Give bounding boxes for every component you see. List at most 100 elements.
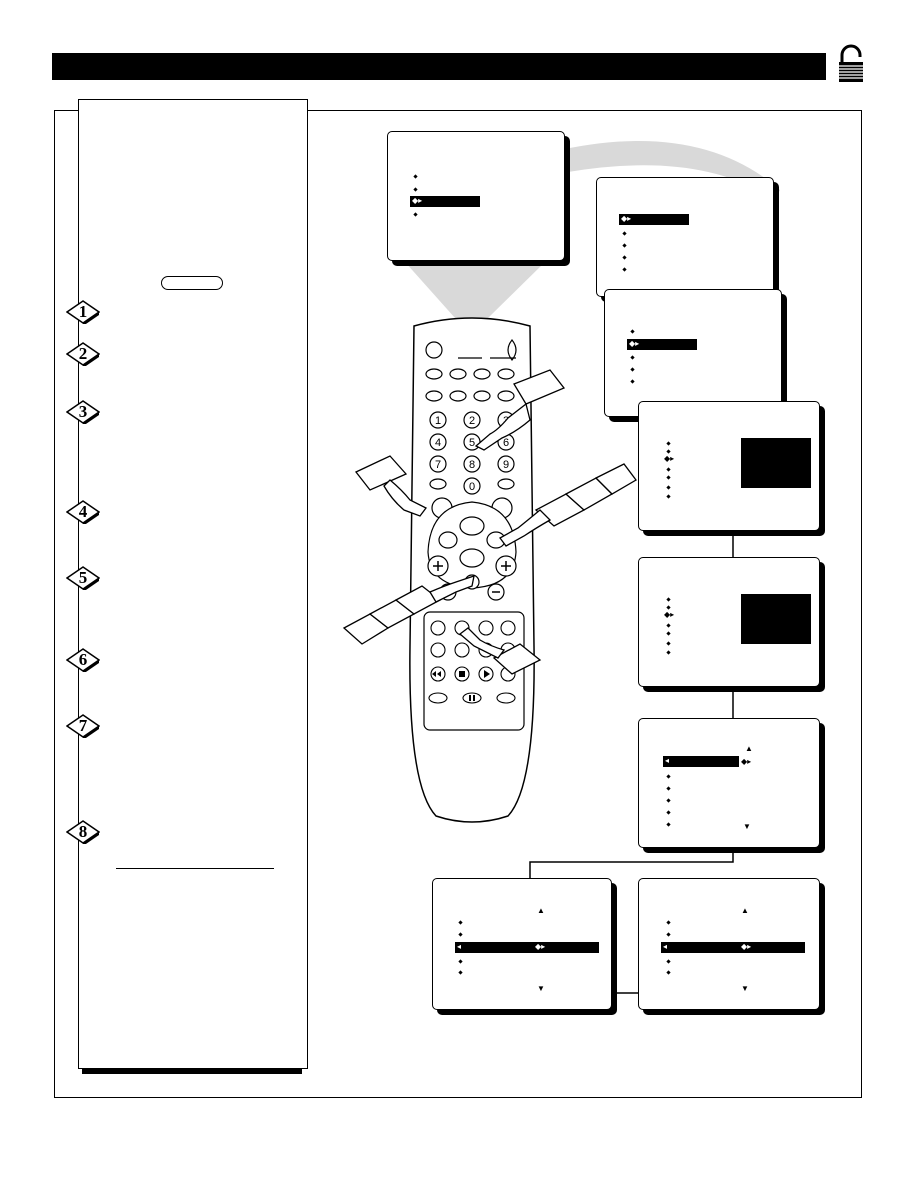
key-4: 4 xyxy=(435,437,441,449)
step-number: 7 xyxy=(78,716,88,735)
menu-bullet xyxy=(666,475,671,480)
step-7-badge: 7 xyxy=(66,714,100,738)
key-9: 9 xyxy=(503,459,509,471)
key-7: 7 xyxy=(435,459,441,471)
menu-bullet xyxy=(666,485,671,490)
menu-highlight: ◂ ◆▸ xyxy=(661,942,805,953)
menu-bullet xyxy=(666,597,671,602)
updown-arrow-icon: ◆▸ xyxy=(741,942,752,951)
key-6: 6 xyxy=(503,437,509,449)
pause-icon xyxy=(469,695,471,701)
menu-button-illustration xyxy=(161,276,223,290)
menu-screen-1: ◆▸ xyxy=(387,131,565,261)
down-arrow-icon: ▼ xyxy=(743,822,751,831)
menu-bullet xyxy=(458,920,463,925)
menu-bullet xyxy=(666,798,671,803)
step-3-badge: 3 xyxy=(66,400,100,424)
step-number: 1 xyxy=(78,302,88,321)
menu-bullet xyxy=(666,494,671,499)
menu-bullet xyxy=(666,605,671,610)
sidebar-panel xyxy=(78,99,308,1069)
step-number: 3 xyxy=(78,402,88,421)
menu-bullet xyxy=(458,932,463,937)
pointing-hand-icon xyxy=(342,575,475,645)
menu-bullet xyxy=(666,441,671,446)
left-arrow-icon: ◂ xyxy=(665,756,670,765)
up-arrow-icon: ▲ xyxy=(741,906,749,915)
remote-control: 123 456 789 0 xyxy=(409,317,535,823)
menu-bullet xyxy=(666,786,671,791)
menu-highlight: ◂ xyxy=(663,756,739,767)
preview-window xyxy=(741,594,811,644)
updown-arrow-icon: ◆▸ xyxy=(412,196,423,205)
menu-bullet xyxy=(622,231,627,236)
stop-icon xyxy=(459,671,465,677)
menu-bullet xyxy=(666,650,671,655)
menu-bullet xyxy=(666,641,671,646)
pointing-hand-icon xyxy=(354,455,427,517)
updown-arrow-icon: ◆▸ xyxy=(741,757,752,766)
menu-bullet xyxy=(666,631,671,636)
left-arrow-icon: ◂ xyxy=(663,942,668,951)
updown-arrow-icon: ◆▸ xyxy=(664,454,675,463)
step-number: 4 xyxy=(78,502,88,521)
menu-bullet xyxy=(622,243,627,248)
menu-highlight: ◆▸ xyxy=(627,339,697,350)
menu-bullet xyxy=(458,959,463,964)
pointing-hand-icon xyxy=(499,463,637,547)
key-1: 1 xyxy=(435,415,441,427)
menu-screen-3: ◆▸ xyxy=(604,289,782,417)
content-frame xyxy=(54,110,862,1098)
menu-bullet xyxy=(630,329,635,334)
menu-screen-2: ◆▸ xyxy=(596,177,774,297)
down-arrow-icon: ▼ xyxy=(537,984,545,993)
menu-screen-7: ▲ ◂ ◆▸ ▼ xyxy=(432,878,612,1010)
preview-window xyxy=(741,438,811,488)
menu-bullet xyxy=(622,267,627,272)
down-arrow-icon: ▼ xyxy=(741,984,749,993)
menu-bullet xyxy=(666,932,671,937)
updown-arrow-icon: ◆▸ xyxy=(621,214,632,223)
menu-highlight: ◂ ◆▸ xyxy=(455,942,599,953)
menu-bullet xyxy=(666,449,671,454)
step-number: 8 xyxy=(78,822,88,841)
updown-arrow-icon: ◆▸ xyxy=(664,610,675,619)
menu-bullet xyxy=(413,187,418,192)
play-icon xyxy=(484,670,490,678)
menu-bullet xyxy=(666,623,671,628)
menu-bullet xyxy=(666,467,671,472)
up-arrow-icon: ▲ xyxy=(537,906,545,915)
lock-icon xyxy=(836,44,866,84)
left-arrow-icon: ◂ xyxy=(457,942,462,951)
menu-bullet xyxy=(666,959,671,964)
menu-bullet xyxy=(458,970,463,975)
step-1-badge: 1 xyxy=(66,300,100,324)
menu-highlight: ◆▸ xyxy=(619,214,689,225)
key-8: 8 xyxy=(469,459,475,471)
menu-bullet xyxy=(666,970,671,975)
menu-bullet xyxy=(666,920,671,925)
pointing-hand-icon xyxy=(474,369,566,451)
menu-screen-6: ▲ ◂ ◆▸ ▼ xyxy=(638,718,820,848)
step-number: 6 xyxy=(78,650,88,669)
menu-screen-5: ◆▸ xyxy=(638,557,820,687)
step-2-badge: 2 xyxy=(66,342,100,366)
menu-bullet xyxy=(622,255,627,260)
step-number: 5 xyxy=(78,568,88,587)
rewind-icon xyxy=(432,671,436,677)
up-arrow-icon: ▲ xyxy=(745,744,753,753)
menu-bullet xyxy=(413,174,418,179)
updown-arrow-icon: ◆▸ xyxy=(629,339,640,348)
menu-highlight: ◆▸ xyxy=(410,196,480,207)
eject-button xyxy=(507,339,517,361)
step-8-badge: 8 xyxy=(66,820,100,844)
menu-bullet xyxy=(630,355,635,360)
updown-arrow-icon: ◆▸ xyxy=(535,942,546,951)
step-6-badge: 6 xyxy=(66,648,100,672)
title-bar xyxy=(52,53,826,80)
step-5-badge: 5 xyxy=(66,566,100,590)
note-divider xyxy=(116,868,274,869)
projection-beam xyxy=(405,262,545,318)
key-5: 5 xyxy=(469,437,475,449)
pointing-hand-icon xyxy=(458,627,542,675)
